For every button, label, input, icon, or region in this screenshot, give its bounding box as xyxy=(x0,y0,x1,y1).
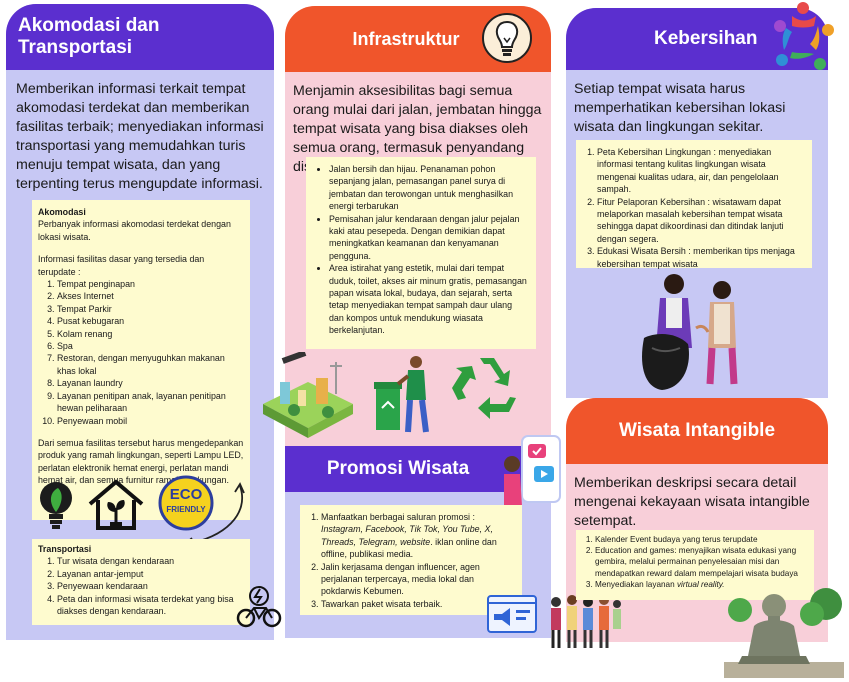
eco-house-icon xyxy=(86,478,146,532)
infrastruktur-list: Jalan bersih dan hijau. Penanaman pohon … xyxy=(310,163,528,337)
list-item: Layanan penitipan anak, layanan penitipa… xyxy=(57,390,244,415)
list-item: Peta Kebersihan Lingkungan : menyediakan… xyxy=(597,146,806,196)
list-item: Penyewaan mobil xyxy=(57,415,244,427)
list-item: Pusat kebugaran xyxy=(57,315,244,327)
list-item: Menyediakan layanan virtual reality. xyxy=(595,579,810,590)
intangible-item3-em: virtual reality. xyxy=(676,579,725,589)
infrastruktur-title: Infrastruktur xyxy=(352,28,460,49)
list-item: Layanan laundry xyxy=(57,377,244,389)
infrastruktur-card: Jalan bersih dan hijau. Penanaman pohon … xyxy=(306,157,536,349)
intangible-card: Kalender Event budaya yang terus terupda… xyxy=(576,530,814,600)
list-item: Area istirahat yang estetik, mulai dari … xyxy=(329,262,528,336)
list-item: Penyewaan kendaraan xyxy=(57,580,244,592)
akomodasi-closing: Dari semua fasilitas tersebut harus meng… xyxy=(38,437,244,486)
list-item: Restoran, dengan menyuguhkan makanan kha… xyxy=(57,352,244,377)
list-item: Tempat Parkir xyxy=(57,303,244,315)
list-item: Pemisahan jalur kendaraan dengan jalur p… xyxy=(329,213,528,263)
phone-media-icon xyxy=(500,434,564,510)
akomodasi-card-intro: Perbanyak informasi akomodasi terdekat d… xyxy=(38,219,231,242)
list-item: Layanan antar-jemput xyxy=(57,568,244,580)
list-item: Manfaatkan berbagai saluran promosi : In… xyxy=(321,511,516,561)
intangible-list: Kalender Event budaya yang terus terupda… xyxy=(576,534,810,590)
list-item: Fitur Pelaporan Kebersihan : wisatawam d… xyxy=(597,196,806,246)
list-item: Kolam renang xyxy=(57,328,244,340)
akomodasi-card-title: Akomodasi xyxy=(38,207,86,217)
akomodasi-card: Akomodasi Perbanyak informasi akomodasi … xyxy=(32,200,250,520)
facilities-list: Tempat penginapan Akses Internet Tempat … xyxy=(38,278,244,427)
list-item: Tur wisata dengan kendaraan xyxy=(57,555,244,567)
promosi-item1-rest: . iklan online dan offline, publikasi me… xyxy=(321,536,497,560)
list-item: Jalin kerjasama dengan influencer, agen … xyxy=(321,561,516,598)
kebersihan-list: Peta Kebersihan Lingkungan : menyediakan… xyxy=(578,146,806,270)
list-item: Kalender Event budaya yang terus terupda… xyxy=(595,534,810,545)
list-item: Tawarkan paket wisata terbaik. xyxy=(321,598,516,610)
community-circle-icon xyxy=(770,0,836,74)
buddha-statue-illustration xyxy=(722,584,846,680)
transport-title: Transportasi xyxy=(38,544,92,554)
intangible-header: Wisata Intangible xyxy=(566,398,828,464)
promosi-title: Promosi Wisata xyxy=(326,458,470,479)
list-item: Akses Internet xyxy=(57,290,244,302)
cleaning-volunteers-illustration xyxy=(636,268,758,394)
intangible-lead: Memberikan deskripsi secara detail menge… xyxy=(574,475,810,529)
kebersihan-card: Peta Kebersihan Lingkungan : menyediakan… xyxy=(576,140,812,270)
list-item: Jalan bersih dan hijau. Penanaman pohon … xyxy=(329,163,528,213)
eco-badge-line2: FRIENDLY xyxy=(166,505,206,514)
green-city-illustration xyxy=(258,352,358,442)
kebersihan-lead: Setiap tempat wisata harus memperhatikan… xyxy=(574,81,786,135)
kebersihan-title: Kebersihan xyxy=(654,28,758,49)
list-item: Peta dan informasi wisata terdekat yang … xyxy=(57,593,244,618)
intangible-item3-intro: Menyediakan layanan xyxy=(595,579,677,589)
list-item: Spa xyxy=(57,340,244,352)
eco-friendly-badge: ECO FRIENDLY xyxy=(158,475,214,531)
intangible-title: Wisata Intangible xyxy=(618,420,776,441)
recycle-icon xyxy=(450,352,524,422)
akomodasi-title: Akomodasi dan Transportasi xyxy=(18,15,160,58)
eco-badge-line1: ECO xyxy=(169,486,203,503)
promosi-card: Manfaatkan berbagai saluran promosi : In… xyxy=(300,505,522,615)
megaphone-dashboard-icon xyxy=(486,594,538,636)
promosi-item1-intro: Manfaatkan berbagai saluran promosi : xyxy=(321,512,475,522)
transport-list: Tur wisata dengan kendaraan Layanan anta… xyxy=(38,555,244,617)
promosi-channels: Instagram, Facebook, Tik Tok, You Tube, … xyxy=(321,524,493,547)
promosi-list: Manfaatkan berbagai saluran promosi : In… xyxy=(302,511,516,610)
transport-card: Transportasi Tur wisata dengan kendaraan… xyxy=(32,539,250,625)
lightbulb-icon xyxy=(481,12,533,64)
akomodasi-lead: Memberikan informasi terkait tempat akom… xyxy=(16,81,264,192)
recycling-person-illustration xyxy=(372,352,436,436)
electric-bike-icon xyxy=(236,584,282,630)
facilities-intro: Informasi fasilitas dasar yang tersedia … xyxy=(38,254,205,277)
list-item: Education and games: menyajikan wisata e… xyxy=(595,545,810,579)
list-item: Edukasi Wisata Bersih : memberikan tips … xyxy=(597,245,806,270)
akomodasi-header: Akomodasi dan Transportasi xyxy=(6,4,274,70)
bulb-leaf-icon xyxy=(36,478,76,534)
list-item: Tempat penginapan xyxy=(57,278,244,290)
